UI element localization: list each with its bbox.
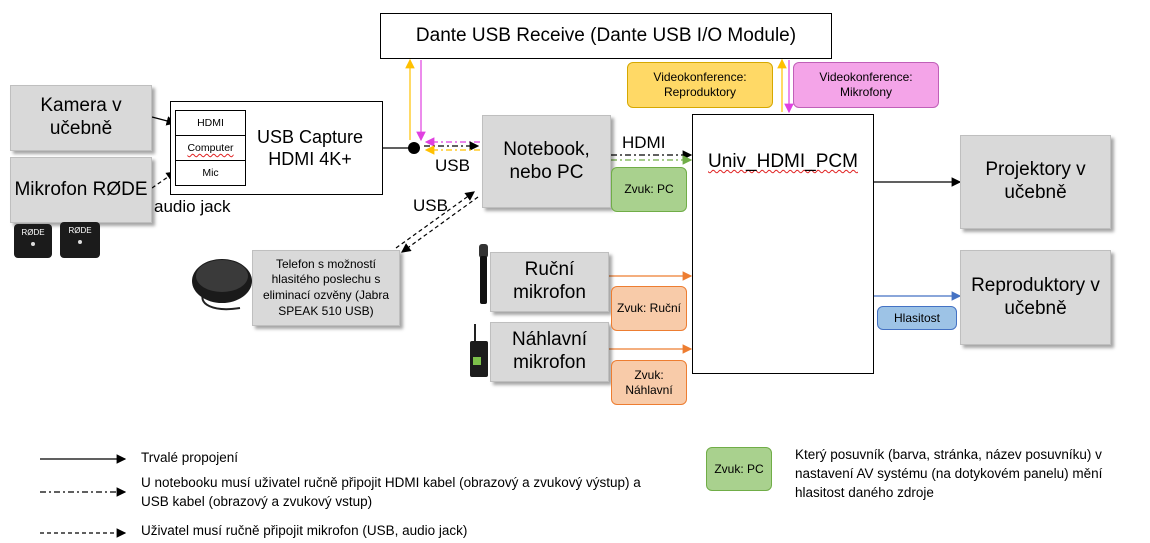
tag-videokonference-reproduktory: Videokonference: Reproduktory	[627, 62, 773, 108]
univ-hdmi-pcm-box: Univ_HDMI_PCM	[692, 114, 874, 374]
dante-label: Dante USB Receive (Dante USB I/O Module)	[415, 25, 797, 46]
nahlavni-label: Náhlavní mikrofon	[512, 329, 587, 373]
legend-dashdot-text: U notebooku musí uživatel ručně připojit…	[141, 475, 641, 509]
mikrofon-rode-box: Mikrofon RØDE	[10, 157, 152, 223]
telefon-label: Telefon s možností hlasitého poslechu s …	[262, 256, 390, 318]
rode-device-led	[31, 242, 35, 246]
rucni-label: Ruční mikrofon	[513, 259, 586, 303]
legend-key-text: Který posuvník (barva, stránka, název po…	[795, 447, 1103, 500]
jabra-speaker-image	[192, 259, 252, 311]
rucni-mikrofon-box: Ruční mikrofon	[490, 252, 609, 312]
headset-transmitter-image	[470, 324, 488, 377]
reproduktory-box: Reproduktory v učebně	[960, 250, 1111, 345]
label-usb-1: USB	[435, 156, 470, 175]
tag-videokonference-mikrofony: Videokonference: Mikrofony	[793, 62, 939, 108]
tag-zvuk-nahlavni-label: Zvuk: Náhlavní	[625, 367, 673, 397]
port-mic: Mic	[202, 167, 219, 179]
rode-device-brand: RØDE	[68, 226, 92, 235]
line-notebook-telefon	[401, 196, 479, 253]
projektory-box: Projektory v učebně	[960, 135, 1111, 229]
legend-key-tag: Zvuk: PC	[706, 447, 772, 491]
junction-dot	[408, 142, 420, 154]
tag-vk-mikro-label: Videokonference: Mikrofony	[819, 70, 913, 99]
notebook-label: Notebook, nebo PC	[503, 138, 590, 183]
tag-zvuk-nahlavni: Zvuk: Náhlavní	[611, 360, 687, 405]
tag-zvuk-pc: Zvuk: PC	[611, 167, 687, 212]
usb-capture-label: USB Capture HDMI 4K+	[256, 126, 364, 170]
tag-zvuk-rucni: Zvuk: Ruční	[611, 286, 687, 331]
label-usb-2: USB	[413, 196, 448, 215]
tag-zvuk-pc-label: Zvuk: PC	[624, 182, 674, 196]
tag-hlasitost-label: Hlasitost	[893, 310, 940, 325]
legend-key-tag-label: Zvuk: PC	[714, 461, 764, 476]
legend-dashed-text: Uživatel musí ručně připojit mikrofon (U…	[141, 523, 468, 538]
capture-ports: HDMI Computer Mic	[175, 110, 246, 186]
handheld-mic-image	[479, 244, 488, 304]
tag-zvuk-rucni-label: Zvuk: Ruční	[616, 301, 682, 315]
rode-device-led	[78, 240, 82, 244]
univ-label: Univ_HDMI_PCM	[708, 151, 858, 172]
tag-vk-repro-label: Videokonference: Reproduktory	[653, 70, 747, 99]
rode-device-image: RØDE	[14, 224, 52, 258]
projektory-label: Projektory v učebně	[985, 159, 1086, 203]
port-hdmi: HDMI	[176, 111, 245, 136]
port-computer: Computer	[176, 136, 245, 161]
mikrofon-rode-label: Mikrofon RØDE	[14, 178, 148, 200]
rode-device-image: RØDE	[60, 222, 100, 258]
label-hdmi: HDMI	[622, 133, 666, 152]
kamera-label: Kamera v učebně	[40, 95, 122, 139]
label-audio-jack: audio jack	[154, 197, 231, 216]
notebook-box: Notebook, nebo PC	[482, 115, 611, 208]
rode-device-brand: RØDE	[21, 228, 45, 237]
telefon-box: Telefon s možností hlasitého poslechu s …	[252, 250, 400, 326]
nahlavni-mikrofon-box: Náhlavní mikrofon	[490, 322, 609, 382]
kamera-box: Kamera v učebně	[10, 85, 152, 151]
reproduktory-label: Reproduktory v učebně	[971, 274, 1100, 319]
tag-hlasitost: Hlasitost	[877, 306, 957, 330]
legend-solid-text: Trvalé propojení	[141, 450, 239, 465]
dante-usb-module: Dante USB Receive (Dante USB I/O Module)	[380, 13, 832, 59]
line-telefon-notebook	[395, 191, 475, 249]
